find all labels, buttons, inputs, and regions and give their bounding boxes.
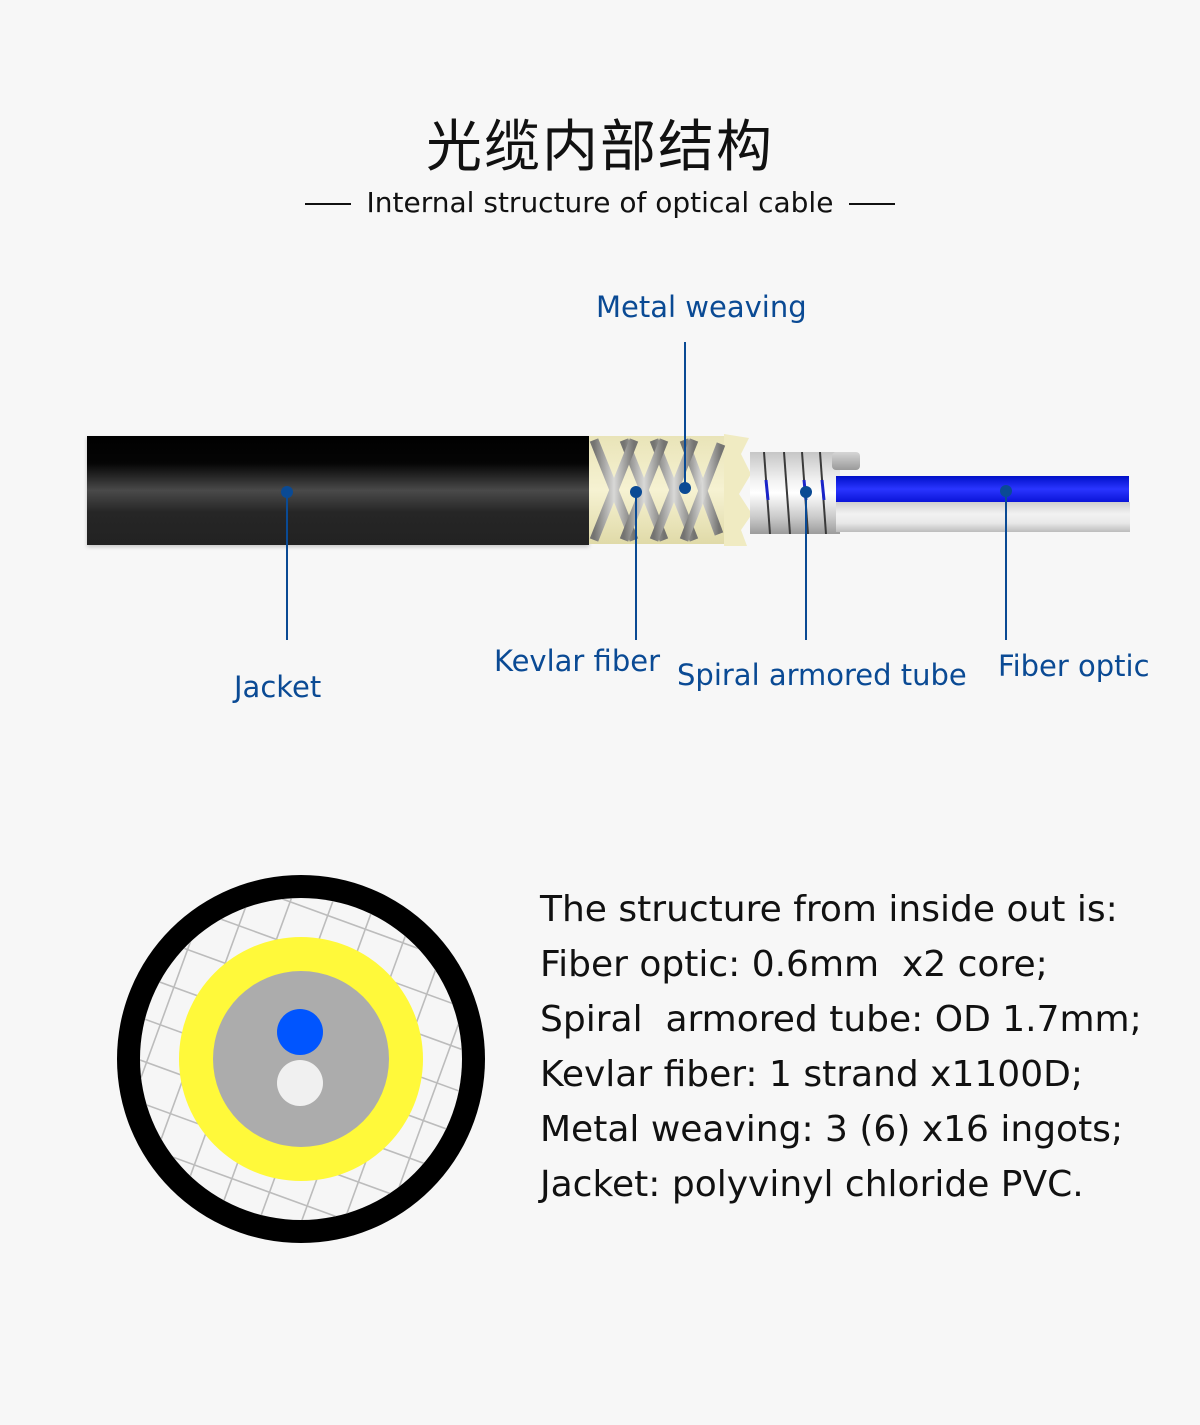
spec-heading: The structure from inside out is:: [540, 889, 1118, 930]
cable-cross-section: [117, 875, 485, 1243]
core-blue: [277, 1009, 323, 1055]
spiral-armor-lines: [763, 451, 827, 535]
armored-tube-ring: [213, 971, 389, 1147]
label-metal-weaving: Metal weaving: [596, 290, 807, 324]
core-white: [277, 1060, 323, 1106]
metal-weaving-leader: [684, 342, 686, 488]
metal-weaving-dot: [679, 482, 691, 494]
spec-line-armored-tube: Spiral armored tube: OD 1.7mm;: [540, 999, 1142, 1040]
kevlar-metal-weave-segment: [589, 434, 752, 546]
spec-line-jacket: Jacket: polyvinyl chloride PVC.: [540, 1164, 1084, 1205]
fiber-optic-white: [836, 502, 1130, 532]
kevlar-fiber-leader: [635, 492, 637, 640]
label-jacket: Jacket: [234, 670, 322, 704]
spec-line-kevlar: Kevlar fiber: 1 strand x1100D;: [540, 1054, 1083, 1095]
armor-tube-end: [832, 452, 860, 470]
spec-list: The structure from inside out is: Fiber …: [540, 882, 1142, 1212]
label-kevlar-fiber: Kevlar fiber: [494, 644, 660, 678]
subtitle-right-dash: [849, 203, 896, 205]
fiber-optic-leader: [1005, 491, 1007, 640]
label-spiral-armored-tube: Spiral armored tube: [677, 658, 967, 692]
spiral-armored-tube-segment: [750, 451, 840, 535]
jacket-segment: [87, 436, 589, 545]
spiral-armored-tube-leader: [805, 492, 807, 640]
page-title: 光缆内部结构: [426, 115, 774, 180]
subtitle-left-dash: [304, 203, 351, 205]
page-subtitle: Internal structure of optical cable: [0, 186, 1200, 219]
subtitle-text: Internal structure of optical cable: [366, 186, 834, 219]
fiber-optic-blue: [836, 476, 1129, 502]
label-fiber-optic: Fiber optic: [998, 649, 1150, 683]
spec-line-metal-weaving: Metal weaving: 3 (6) x16 ingots;: [540, 1109, 1124, 1150]
spec-line-fiber-optic: Fiber optic: 0.6mm x2 core;: [540, 944, 1048, 985]
jacket-leader: [286, 492, 288, 640]
